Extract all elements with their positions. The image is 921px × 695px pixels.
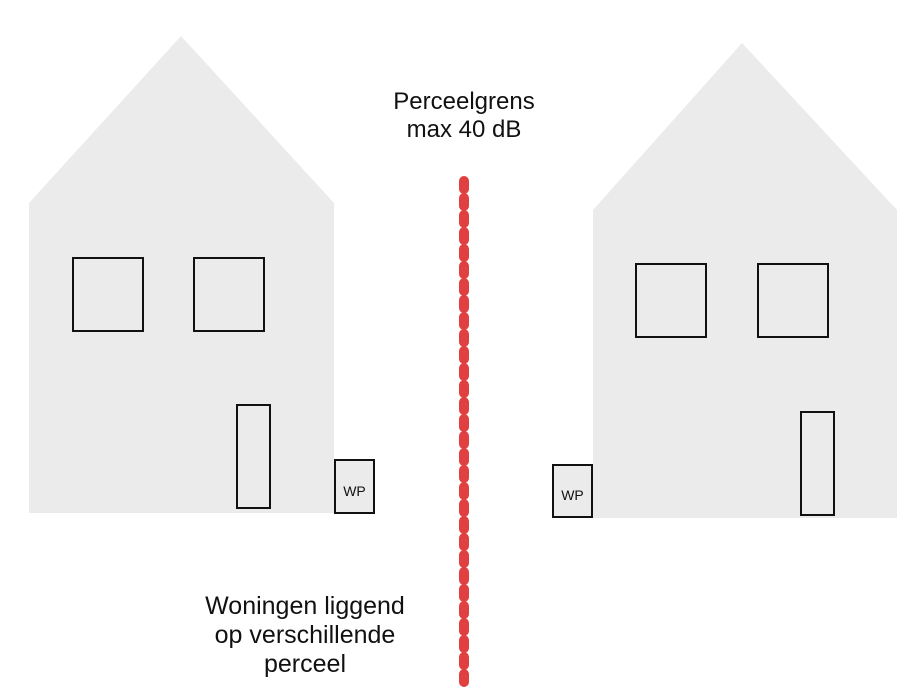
heat-pump-right-label: WP [561,487,584,503]
right-house-body [593,43,897,518]
left-house-body [29,36,334,513]
caption-line-3: perceel [264,650,346,678]
caption-line-2: op verschillende [214,621,396,649]
boundary-limit: max 40 dB [406,116,522,143]
heat-pump-right-box [552,464,593,518]
left-house-door [236,404,271,509]
right-house-window-2 [757,263,829,338]
heat-pump-right: WP [552,464,593,518]
right-house-window-1 [635,263,707,338]
heat-pump-left-box [334,459,375,514]
boundary-label: Perceelgrens max 40 dB [330,88,598,144]
right-house-door [800,411,835,516]
caption: Woningen liggend op verschillende percee… [175,592,435,679]
left-house-window-1 [72,257,144,332]
heat-pump-left-label: WP [343,483,366,499]
caption-line-1: Woningen liggend [205,592,405,620]
boundary-title: Perceelgrens [393,88,535,115]
left-house [29,36,334,513]
heat-pump-left: WP [334,459,375,514]
right-house [593,43,897,518]
left-house-window-2 [193,257,265,332]
